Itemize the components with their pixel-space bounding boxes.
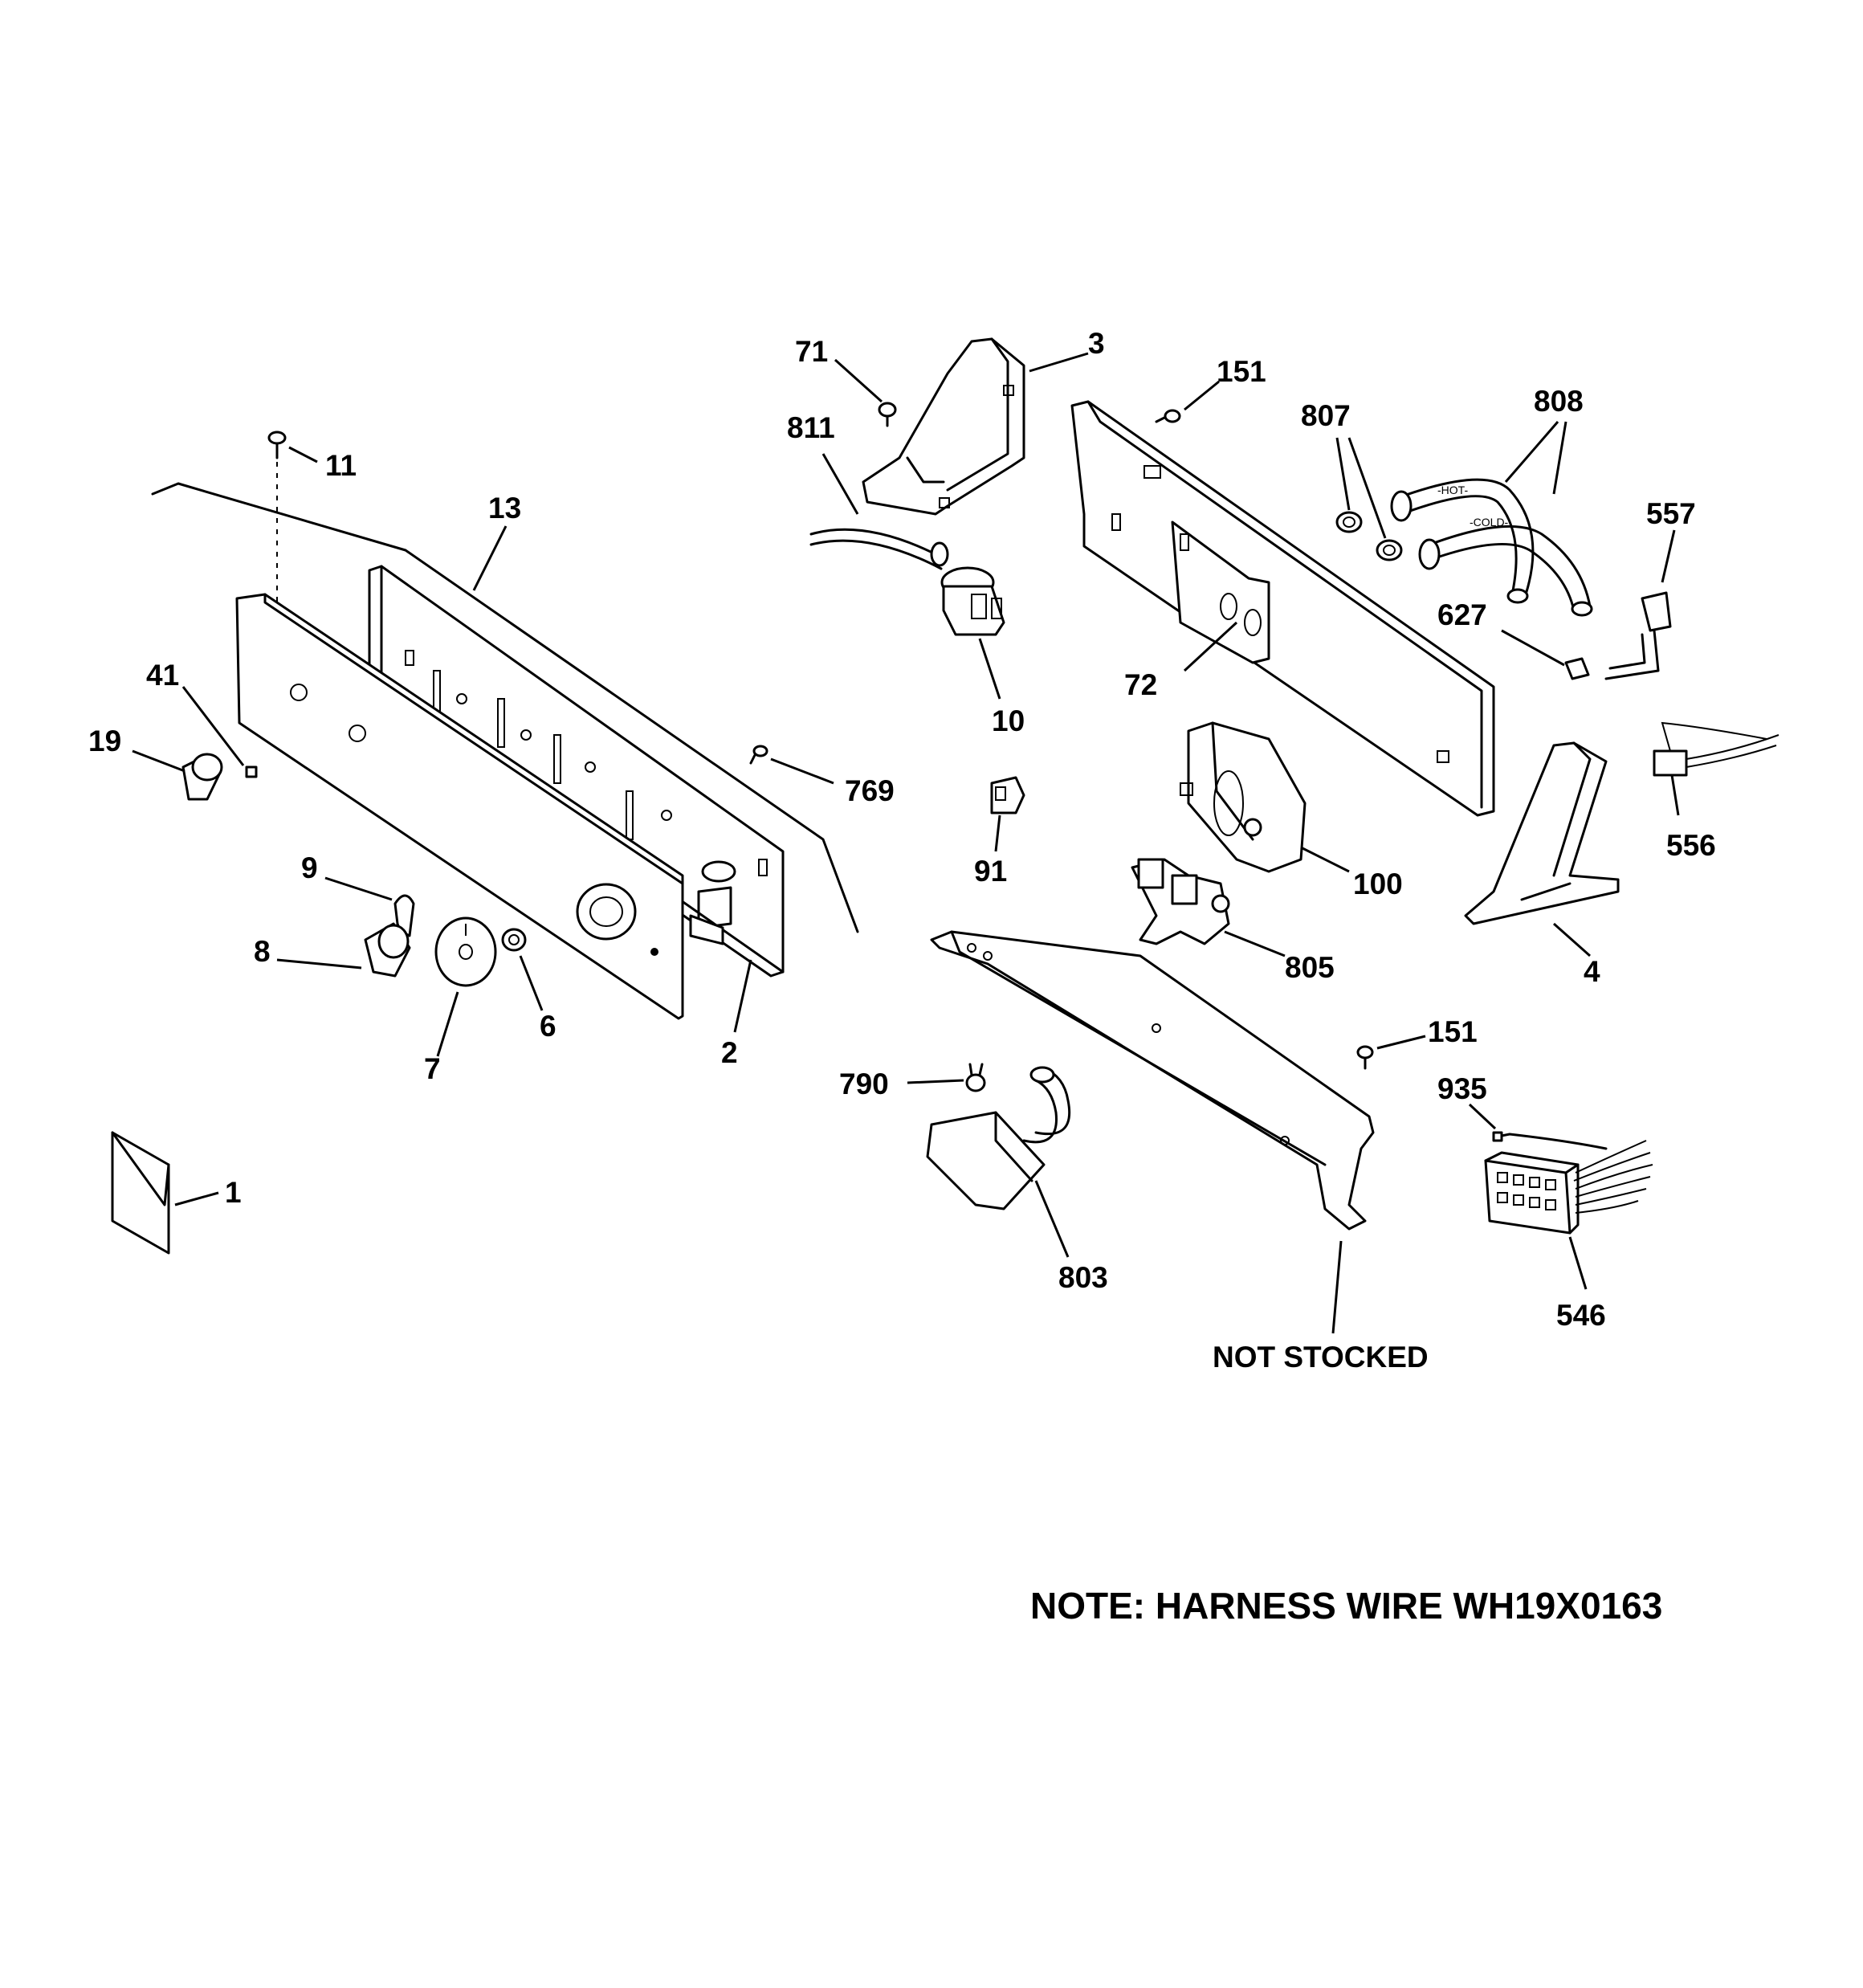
- callout-2: 2: [721, 1036, 738, 1069]
- leader-7: [436, 991, 459, 1057]
- harness-note: NOTE: HARNESS WIRE WH19X0163: [1030, 1585, 1662, 1627]
- part-72-back-panel: [1070, 400, 1495, 817]
- callout-19: 19: [88, 725, 121, 757]
- leader-11: [288, 446, 318, 463]
- part-808-fill-hoses: -HOT- -COLD-: [1390, 478, 1593, 617]
- part-7-dial: [434, 916, 497, 987]
- part-not-stocked-bracket: [930, 930, 1375, 1231]
- callout-151b: 151: [1428, 1015, 1478, 1048]
- callout-627: 627: [1437, 598, 1487, 631]
- leader-151a: [1184, 380, 1220, 411]
- leader-not-stocked: [1331, 1240, 1343, 1334]
- part-front-panel: [235, 593, 684, 1020]
- leader-71: [834, 358, 883, 403]
- callout-807: 807: [1301, 399, 1351, 432]
- leader-41: [181, 686, 245, 766]
- part-6-nut: [501, 928, 527, 952]
- leader-6: [519, 955, 544, 1011]
- callout-1: 1: [225, 1176, 242, 1209]
- part-627-connector: [1564, 657, 1590, 680]
- part-807-washers: [1335, 511, 1403, 561]
- leader-803: [1034, 1180, 1070, 1258]
- leader-790: [907, 1079, 964, 1084]
- leader-808: [1504, 421, 1567, 495]
- leader-10: [978, 638, 1001, 700]
- part-71-screw: [878, 402, 897, 427]
- callout-769: 769: [845, 774, 895, 807]
- part-803-dispenser: [926, 1066, 1071, 1210]
- leader-805: [1224, 930, 1286, 957]
- callout-6: 6: [540, 1010, 556, 1043]
- part-546-harness-block: [1484, 1140, 1653, 1235]
- part-556-harness: [1653, 721, 1779, 777]
- part-91-switch: [990, 776, 1025, 814]
- leader-8: [276, 958, 362, 970]
- part-557-plug: [1604, 591, 1672, 680]
- callout-11: 11: [325, 449, 357, 482]
- leader-13: [472, 525, 508, 591]
- leader-546: [1568, 1236, 1588, 1290]
- callout-7: 7: [424, 1052, 441, 1085]
- callout-808: 808: [1534, 385, 1584, 418]
- callout-557: 557: [1646, 497, 1696, 530]
- callout-not-stocked: NOT STOCKED: [1213, 1341, 1429, 1374]
- part-41-clip: [245, 765, 258, 778]
- callout-41: 41: [146, 659, 179, 692]
- leader-3: [1029, 352, 1089, 373]
- part-151-screw-top: [1155, 409, 1181, 423]
- part-10-pressure-switch: [940, 566, 1005, 636]
- leader-1: [174, 1191, 219, 1206]
- part-1-envelope: [111, 1131, 170, 1255]
- callout-803: 803: [1058, 1261, 1108, 1294]
- callout-935: 935: [1437, 1072, 1487, 1105]
- callout-13: 13: [488, 492, 521, 525]
- leader-9: [324, 876, 393, 901]
- leader-811: [821, 453, 859, 515]
- leader-556: [1670, 774, 1680, 816]
- part-935-terminal: [1492, 1131, 1608, 1150]
- leader-935: [1468, 1103, 1497, 1130]
- part-11-screw: [267, 431, 287, 459]
- leader-151b: [1376, 1035, 1426, 1050]
- leader-769: [770, 757, 834, 785]
- part-811-tube: [809, 528, 949, 570]
- part-100-timer: [1180, 721, 1307, 873]
- leader-100: [1300, 846, 1350, 873]
- part-19-knob: [181, 753, 223, 801]
- callout-151a: 151: [1217, 355, 1266, 388]
- callout-9: 9: [301, 851, 318, 884]
- hose-hot-label: -HOT-: [1437, 484, 1468, 496]
- callout-10: 10: [992, 704, 1025, 737]
- callout-811: 811: [787, 411, 835, 444]
- part-8-knob: [364, 922, 411, 978]
- leader-72: [1183, 621, 1238, 672]
- callout-91: 91: [974, 855, 1007, 888]
- leader-807: [1335, 437, 1387, 539]
- hose-cold-label: -COLD-: [1470, 516, 1509, 529]
- callout-556: 556: [1666, 829, 1716, 862]
- callout-3: 3: [1088, 327, 1105, 360]
- callout-100: 100: [1353, 867, 1403, 900]
- part-151-screw-bottom: [1356, 1045, 1374, 1070]
- callout-546: 546: [1556, 1299, 1606, 1332]
- callout-805: 805: [1285, 951, 1335, 984]
- leader-2: [733, 959, 752, 1033]
- leader-557: [1661, 529, 1676, 583]
- leader-627: [1501, 629, 1565, 667]
- leader-19: [132, 749, 185, 773]
- callout-71: 71: [795, 335, 828, 368]
- part-13-panel-outline: [151, 482, 859, 933]
- callout-4: 4: [1584, 955, 1600, 988]
- part-805-water-valve: [1131, 858, 1230, 945]
- callout-8: 8: [254, 935, 271, 968]
- part-769-screw: [749, 745, 768, 765]
- leader-4: [1553, 922, 1591, 957]
- leader-91: [994, 814, 1001, 852]
- part-4-end-bracket: [1464, 741, 1620, 925]
- part-790-clamp: [965, 1063, 986, 1092]
- callout-72: 72: [1124, 668, 1157, 701]
- part-3-bracket: [862, 337, 1025, 516]
- callout-790: 790: [839, 1067, 889, 1100]
